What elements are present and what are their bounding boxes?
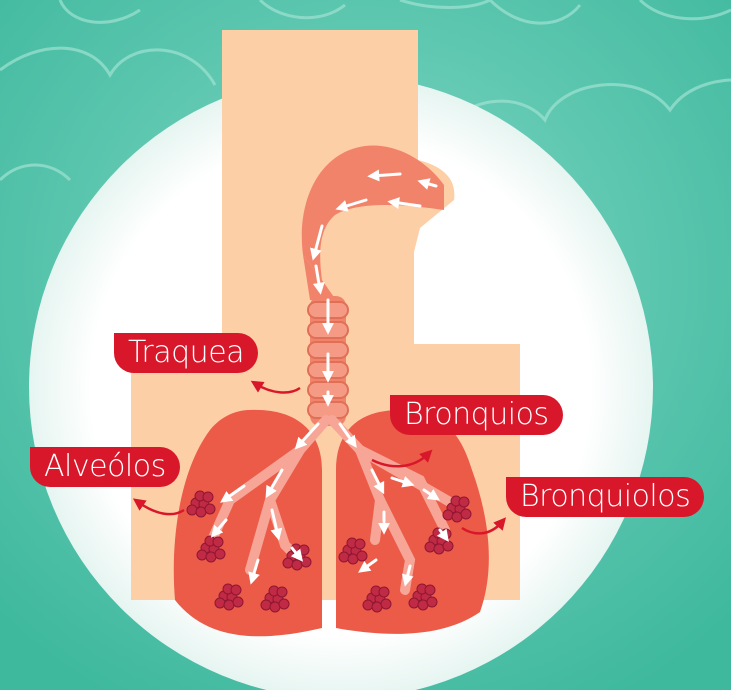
label-bronquiolos: Bronquiolos — [506, 477, 704, 517]
label-traquea: Traquea — [114, 333, 258, 373]
label-bronquios: Bronquios — [390, 395, 563, 435]
label-alveolos: Alveólos — [30, 447, 180, 487]
